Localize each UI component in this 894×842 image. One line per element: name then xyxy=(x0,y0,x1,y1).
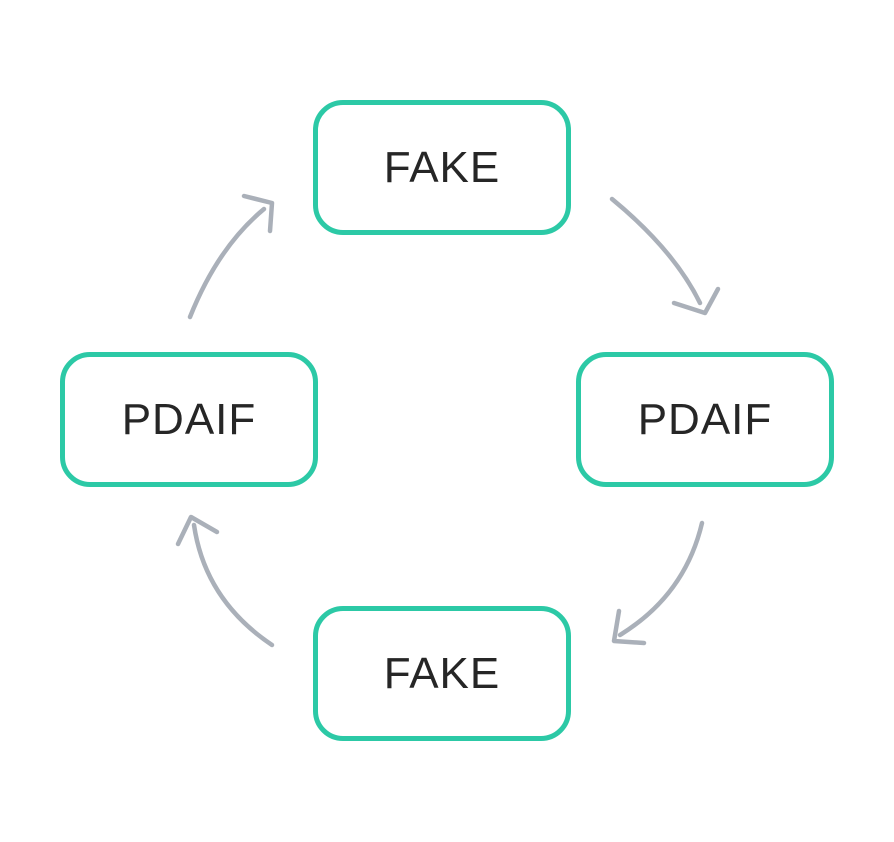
arrowhead-icon xyxy=(241,193,275,234)
arrowhead-icon xyxy=(671,286,721,316)
node-label: FAKE xyxy=(383,648,501,698)
node-bottom-fake: FAKE xyxy=(313,606,571,741)
node-label: PDAIF xyxy=(121,394,257,444)
arrowhead-icon xyxy=(175,514,220,547)
node-left-pdaif: PDAIF xyxy=(60,352,318,487)
arrow-bottom-to-left xyxy=(175,514,275,648)
node-label: FAKE xyxy=(383,142,501,192)
node-label: PDAIF xyxy=(637,394,773,444)
arrow-right-to-bottom xyxy=(611,520,705,646)
node-right-pdaif: PDAIF xyxy=(576,352,834,487)
arrow-left-to-top xyxy=(187,193,275,320)
arrow-top-to-right xyxy=(609,196,721,316)
node-top-fake: FAKE xyxy=(313,100,571,235)
arrowhead-icon xyxy=(611,608,647,646)
